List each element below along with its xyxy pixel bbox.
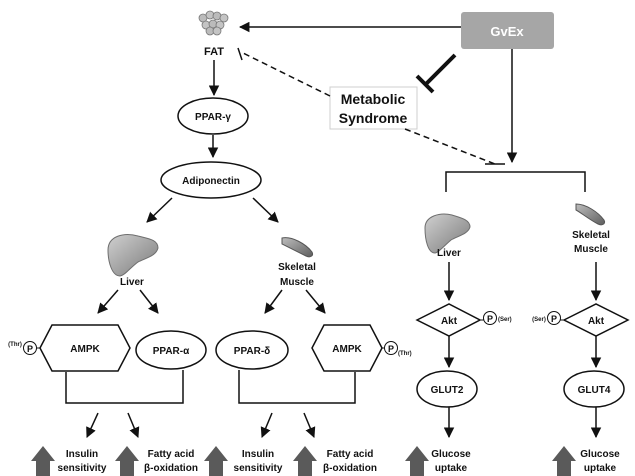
outcome-fatty-2-l2: β-oxidation (323, 463, 377, 474)
metabolic-syndrome-box (329, 86, 418, 130)
gvex-inhibit-line (424, 53, 457, 86)
bracket-muscle-left (238, 370, 356, 404)
liver-to-ampk-arrow (97, 289, 119, 314)
phospho-p-akt-right: P (551, 314, 557, 324)
ppar-gamma-label: PPAR-γ (195, 112, 231, 123)
phospho-p-right: P (388, 344, 394, 354)
muscle-icon (281, 237, 313, 258)
ppar-delta-label: PPAR-δ (234, 346, 270, 357)
phospho-p-akt-left: P (487, 314, 493, 324)
skeletal-label-left-2: Muscle (280, 277, 314, 288)
ppar-delta-node (215, 330, 289, 370)
outcome-insulin-1-l2: sensitivity (58, 463, 107, 474)
metabolic-label-line1: Metabolic (341, 91, 406, 107)
phospho-circle-akt-right (547, 311, 561, 325)
metabolic-label-line2: Syndrome (339, 110, 408, 126)
arrow-to-insulin-2 (260, 412, 273, 438)
up-arrow-icon (204, 446, 228, 476)
glut2-node (416, 370, 478, 408)
muscle-icon (575, 203, 605, 226)
up-arrow-icon (31, 446, 55, 476)
ppar-gamma-node (177, 97, 249, 135)
ser-label-right: (Ser) (532, 317, 546, 323)
akt-label-left: Akt (441, 316, 458, 327)
muscle-to-ppard-arrow (264, 289, 283, 314)
fat-label: FAT (204, 46, 224, 58)
bracket-liver-left (65, 370, 184, 404)
adipo-to-liver-arrow (146, 197, 173, 223)
outcome-glucose-1-l1: Glucose (431, 449, 471, 460)
liver-icon (424, 213, 471, 254)
ampk-node-right (311, 324, 383, 372)
ppar-alpha-label: PPAR-α (153, 346, 190, 357)
ser-label-left: (Ser) (498, 317, 512, 323)
outcome-glucose-1-l2: uptake (435, 463, 468, 474)
metabolic-fat-bar (237, 47, 243, 61)
up-arrow-icon (405, 446, 429, 476)
adipo-to-muscle-arrow (252, 197, 279, 223)
gvex-label: GvEx (490, 24, 524, 39)
outcome-glucose-2-l2: uptake (584, 463, 617, 474)
outcome-insulin-2-l1: Insulin (242, 449, 274, 460)
up-arrow-icon (552, 446, 576, 476)
liver-to-ppara-arrow (139, 289, 159, 314)
akt-label-right: Akt (588, 316, 605, 327)
glut4-label: GLUT4 (578, 385, 611, 396)
outcome-insulin-2-l2: sensitivity (234, 463, 283, 474)
ampk-label-left: AMPK (70, 344, 100, 355)
phospho-circle-akt-left (483, 311, 497, 325)
akt-node-right (562, 303, 630, 337)
muscle-to-ampk-arrow (305, 289, 326, 314)
adiponectin-label: Adiponectin (182, 176, 240, 187)
liver-label-right: Liver (437, 248, 461, 259)
arrow-to-insulin-1 (86, 412, 99, 438)
skeletal-label-left-1: Skeletal (278, 262, 316, 273)
fat-cluster-icon (198, 10, 229, 36)
adiponectin-node (160, 161, 262, 199)
glut2-label: GLUT2 (431, 385, 464, 396)
arrow-to-fatty-1 (127, 412, 140, 438)
outcome-fatty-1-l1: Fatty acid (148, 449, 195, 460)
right-bracket (445, 171, 586, 192)
liver-label-left: Liver (120, 277, 144, 288)
arrow-to-fatty-2 (303, 412, 316, 438)
thr-label-right: (Thr) (398, 351, 412, 357)
thr-label-left: (Thr) (8, 342, 22, 348)
glut4-node (563, 370, 625, 408)
outcome-fatty-2-l1: Fatty acid (327, 449, 374, 460)
metabolic-right-dashed (404, 128, 496, 165)
outcome-fatty-1-l2: β-oxidation (144, 463, 198, 474)
gvex-box (461, 12, 554, 49)
outcome-insulin-1-l1: Insulin (66, 449, 98, 460)
skeletal-label-right-1: Skeletal (572, 230, 610, 241)
liver-icon (107, 234, 159, 277)
ampk-label-right: AMPK (332, 344, 362, 355)
outcome-glucose-2-l1: Glucose (580, 449, 620, 460)
ppar-alpha-node (135, 330, 207, 370)
phospho-circle-right (384, 341, 398, 355)
phospho-circle-left (23, 341, 37, 355)
gvex-inhibit-bar (415, 74, 435, 94)
skeletal-label-right-2: Muscle (574, 244, 608, 255)
phospho-p-left: P (27, 344, 33, 354)
up-arrow-icon (293, 446, 317, 476)
metabolic-fat-dashed (242, 52, 331, 97)
up-arrow-icon (115, 446, 139, 476)
